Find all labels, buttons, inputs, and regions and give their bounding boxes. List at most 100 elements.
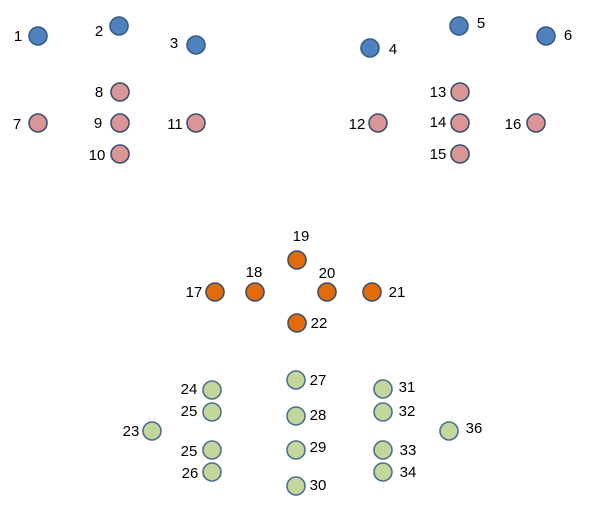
landmark-point: 6 — [536, 26, 572, 46]
landmark-dot-pink — [450, 82, 470, 102]
landmark-label: 21 — [389, 284, 406, 301]
landmark-point: 25 — [181, 402, 222, 422]
landmark-dot-pink — [110, 144, 130, 164]
landmark-label: 9 — [94, 115, 102, 132]
landmark-point: 27 — [286, 370, 327, 390]
landmark-point: 9 — [94, 113, 130, 133]
landmark-point: 19 — [287, 228, 310, 270]
landmark-point: 30 — [286, 476, 326, 496]
landmark-point: 26 — [182, 462, 222, 482]
landmark-point: 24 — [181, 380, 222, 400]
landmark-dot-blue — [28, 26, 48, 46]
landmark-dot-green — [202, 462, 222, 482]
landmark-label: 5 — [477, 15, 485, 32]
landmark-dot-orange — [287, 313, 307, 333]
landmark-dot-green — [373, 440, 393, 460]
landmark-point: 21 — [362, 282, 406, 302]
landmark-point: 14 — [430, 113, 470, 133]
landmark-label: 12 — [349, 116, 366, 133]
landmark-label: 16 — [505, 116, 522, 133]
landmark-label: 33 — [400, 442, 417, 459]
landmark-dot-green — [286, 476, 306, 496]
landmark-point: 10 — [89, 144, 130, 164]
landmark-point: 8 — [95, 82, 130, 102]
landmark-point: 33 — [373, 440, 417, 460]
landmark-dot-green — [373, 379, 393, 399]
landmark-label: 3 — [170, 35, 178, 52]
landmark-point: 7 — [13, 113, 48, 133]
landmark-point: 22 — [287, 313, 328, 333]
landmark-point: 13 — [430, 82, 470, 102]
landmark-point: 23 — [123, 421, 162, 441]
landmark-label: 7 — [13, 116, 21, 133]
landmark-point: 20 — [317, 265, 337, 302]
landmark-point: 11 — [167, 113, 206, 133]
landmark-label: 6 — [564, 27, 572, 44]
landmark-dot-green — [286, 370, 306, 390]
landmark-dot-pink — [450, 113, 470, 133]
landmark-dot-green — [142, 421, 162, 441]
landmark-dot-green — [373, 402, 393, 422]
landmark-point: 5 — [449, 15, 485, 36]
landmark-label: 4 — [389, 41, 397, 58]
landmark-label: 22 — [311, 315, 328, 332]
landmark-dot-green — [286, 406, 306, 426]
landmark-dot-blue — [536, 26, 556, 46]
landmark-label: 26 — [182, 465, 199, 482]
landmark-label: 36 — [466, 420, 483, 437]
landmark-point: 15 — [430, 144, 470, 164]
landmark-dot-pink — [28, 113, 48, 133]
landmark-dot-green — [202, 380, 222, 400]
landmark-dot-green — [439, 421, 459, 441]
landmark-dot-orange — [205, 282, 225, 302]
landmark-dot-blue — [186, 35, 206, 55]
landmark-label: 10 — [89, 147, 106, 164]
landmark-label: 27 — [310, 372, 327, 389]
landmark-point: 34 — [373, 462, 417, 482]
landmark-dot-green — [202, 440, 222, 460]
landmark-point: 28 — [286, 406, 327, 426]
landmark-label: 28 — [310, 407, 327, 424]
landmark-label: 34 — [400, 464, 417, 481]
landmark-dot-green — [286, 440, 306, 460]
landmark-label: 17 — [186, 284, 203, 301]
landmark-dot-pink — [526, 113, 546, 133]
landmark-point: 4 — [360, 38, 397, 58]
landmark-dot-orange — [287, 250, 307, 270]
landmark-point: 31 — [373, 379, 416, 399]
landmark-point: 3 — [170, 35, 206, 55]
landmark-label: 19 — [293, 228, 310, 245]
landmark-dot-pink — [368, 113, 388, 133]
landmark-point: 2 — [95, 16, 129, 40]
landmark-label: 14 — [430, 114, 447, 131]
landmark-dot-blue — [449, 16, 469, 36]
landmark-label: 2 — [95, 23, 103, 40]
landmark-dot-orange — [245, 282, 265, 302]
landmark-dot-orange — [362, 282, 382, 302]
landmark-dot-blue — [360, 38, 380, 58]
landmark-label: 24 — [181, 381, 198, 398]
landmark-label: 13 — [430, 84, 447, 101]
landmark-label: 25 — [181, 403, 198, 420]
landmark-label: 23 — [123, 423, 140, 440]
landmark-point: 1 — [14, 26, 48, 46]
landmark-label: 15 — [430, 146, 447, 163]
landmark-point: 25 — [181, 440, 222, 460]
landmark-dot-orange — [317, 282, 337, 302]
landmark-point: 12 — [349, 113, 388, 133]
landmark-point: 18 — [245, 264, 265, 302]
landmark-dot-green — [373, 462, 393, 482]
landmark-dot-pink — [110, 113, 130, 133]
landmark-dot-blue — [109, 16, 129, 36]
landmark-label: 18 — [246, 264, 263, 281]
landmark-dot-green — [202, 402, 222, 422]
landmark-label: 31 — [399, 379, 416, 396]
landmark-dot-pink — [450, 144, 470, 164]
landmark-point: 32 — [373, 402, 416, 422]
landmark-dot-pink — [110, 82, 130, 102]
landmark-label: 11 — [167, 116, 183, 133]
landmark-label: 25 — [181, 443, 198, 460]
landmark-label: 32 — [399, 403, 416, 420]
landmark-point: 16 — [505, 113, 546, 133]
